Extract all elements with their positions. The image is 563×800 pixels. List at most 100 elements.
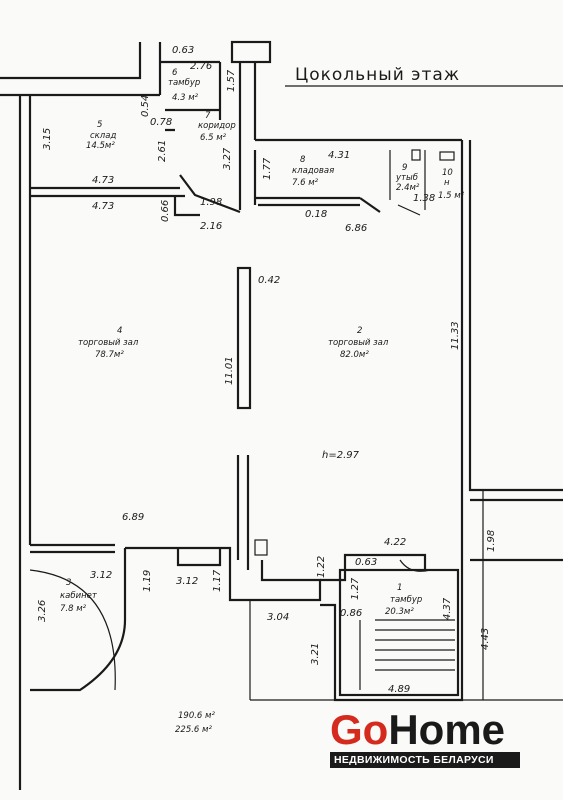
outer-wall-left — [18, 95, 32, 790]
room-5-area: 14.5м² — [86, 141, 115, 151]
entrance-tambur — [338, 568, 460, 697]
dim-label: 4.22 — [384, 537, 406, 548]
washbasin — [439, 151, 455, 161]
room-6-num: 6 — [172, 68, 178, 78]
room-8-area: 7.6 м² — [292, 178, 319, 188]
outer-dim-lines — [249, 490, 563, 701]
dim-label: 0.78 — [150, 117, 172, 128]
room-labels: 5 склад 14.5м² 6 тамбур 4.3 м² 7 коридор… — [60, 68, 465, 617]
room-5-num: 5 — [97, 120, 102, 130]
column-top — [230, 40, 272, 64]
partition-mid-left — [30, 186, 185, 198]
room-7-area: 6.5 м² — [200, 133, 227, 143]
room-4-num: 4 — [117, 326, 122, 336]
room-2-area: 82.0м² — [340, 350, 369, 360]
dim-label: 0.66 — [160, 200, 171, 222]
dim-label: 4.37 — [442, 597, 453, 620]
dim-label: 3.15 — [42, 128, 53, 150]
dim-label: h=2.97 — [322, 450, 360, 461]
toilet — [411, 149, 421, 161]
lower-left-walls — [30, 543, 232, 692]
tambur-entrance — [320, 553, 464, 702]
room-3-num: 3 — [66, 578, 71, 588]
dim-label: 1.98 — [200, 197, 222, 208]
dim-label: 11.33 — [450, 321, 461, 350]
dim-label: 6.89 — [122, 512, 144, 523]
room-6-name: тамбур — [168, 78, 200, 88]
room-9-num: 9 — [402, 163, 407, 173]
dim-label: 1.57 — [226, 69, 237, 92]
plan-title: Цокольный этаж — [295, 65, 460, 85]
room-10-area: 1.5 м² — [438, 191, 465, 201]
total-area-1: 190.6 м² — [178, 711, 215, 721]
dim-label: 11.01 — [224, 356, 235, 385]
dim-label: 0.63 — [172, 45, 194, 56]
room-10-num: 10 — [442, 168, 453, 178]
dim-label: 1.98 — [486, 530, 497, 552]
room-8-num: 8 — [300, 155, 306, 165]
bath-walls — [389, 150, 426, 216]
top-wall-left — [0, 42, 160, 97]
corridor-exit — [173, 174, 241, 217]
room-2-num: 2 — [357, 326, 362, 336]
room-9-area: 2.4м² — [396, 183, 420, 193]
stairs — [359, 619, 455, 690]
dim-label: 0.54 — [140, 95, 151, 117]
room-9-name: утыб — [395, 173, 418, 183]
dimension-labels: 0.63 2.76 1.57 0.54 0.78 3.15 2.61 3.27 … — [37, 45, 497, 695]
dim-label: 1.77 — [262, 157, 273, 180]
room-5-name: склад — [90, 131, 116, 141]
dim-label: 6.86 — [345, 223, 367, 234]
dim-label: 3.27 — [222, 147, 233, 170]
dim-label: 4.43 — [480, 628, 491, 650]
total-area-2: 225.6 м² — [175, 725, 212, 735]
room-1-area: 20.3м² — [385, 607, 414, 617]
dim-label: 3.12 — [90, 570, 112, 581]
dim-label: 3.04 — [267, 612, 289, 623]
dim-label: 4.73 — [92, 201, 114, 212]
partition-mid-right — [253, 138, 462, 213]
dim-label: 1.27 — [350, 577, 361, 600]
dim-label: 2.61 — [157, 140, 168, 162]
dim-label: 4.31 — [328, 150, 350, 161]
logo-tagline: НЕДВИЖИМОСТЬ БЕЛАРУСИ — [330, 752, 520, 768]
dim-label: 2.76 — [190, 61, 212, 72]
room-6-area: 4.3 м² — [172, 93, 199, 103]
room-3-area: 7.8 м² — [60, 604, 87, 614]
dim-label: 0.42 — [258, 275, 280, 286]
dim-label: 1.17 — [212, 569, 223, 592]
room-2-name: торговый зал — [328, 338, 389, 348]
dim-label: 0.86 — [340, 608, 362, 619]
dim-label: 3.12 — [176, 576, 198, 587]
room-7-num: 7 — [205, 111, 211, 121]
room-4-area: 78.7м² — [95, 350, 124, 360]
room-7-name: коридор — [198, 121, 236, 131]
dim-label: 1.22 — [316, 556, 327, 578]
dim-label: 1.38 — [413, 193, 435, 204]
room-1-num: 1 — [397, 583, 402, 593]
dim-label: 0.63 — [355, 557, 377, 568]
room-4-name: торговый зал — [78, 338, 139, 348]
center-column-bottom — [236, 455, 250, 570]
entrance-door — [399, 559, 431, 572]
room-3-name: кабинет — [60, 591, 98, 601]
dim-label: 3.26 — [37, 600, 48, 622]
dim-label: 3.21 — [310, 643, 321, 665]
center-column-top — [236, 266, 252, 410]
corridor-walls — [165, 62, 257, 210]
gohome-logo: GoHome НЕДВИЖИМОСТЬ БЕЛАРУСИ — [330, 708, 520, 768]
logo-go: Go — [330, 706, 389, 753]
lower-center-walls — [176, 548, 322, 602]
dim-label: 4.73 — [92, 175, 114, 186]
room-10-name: н — [444, 178, 450, 188]
column-detail — [254, 539, 268, 556]
room-8-name: кладовая — [292, 166, 334, 176]
cabinet-door-arc — [29, 569, 116, 691]
room-1-name: тамбур — [390, 595, 422, 605]
logo-wordmark: GoHome — [330, 708, 520, 752]
dim-label: 2.16 — [200, 221, 222, 232]
outer-wall-right — [460, 140, 563, 562]
dim-label: 1.19 — [142, 570, 153, 592]
logo-home: Home — [388, 706, 506, 753]
